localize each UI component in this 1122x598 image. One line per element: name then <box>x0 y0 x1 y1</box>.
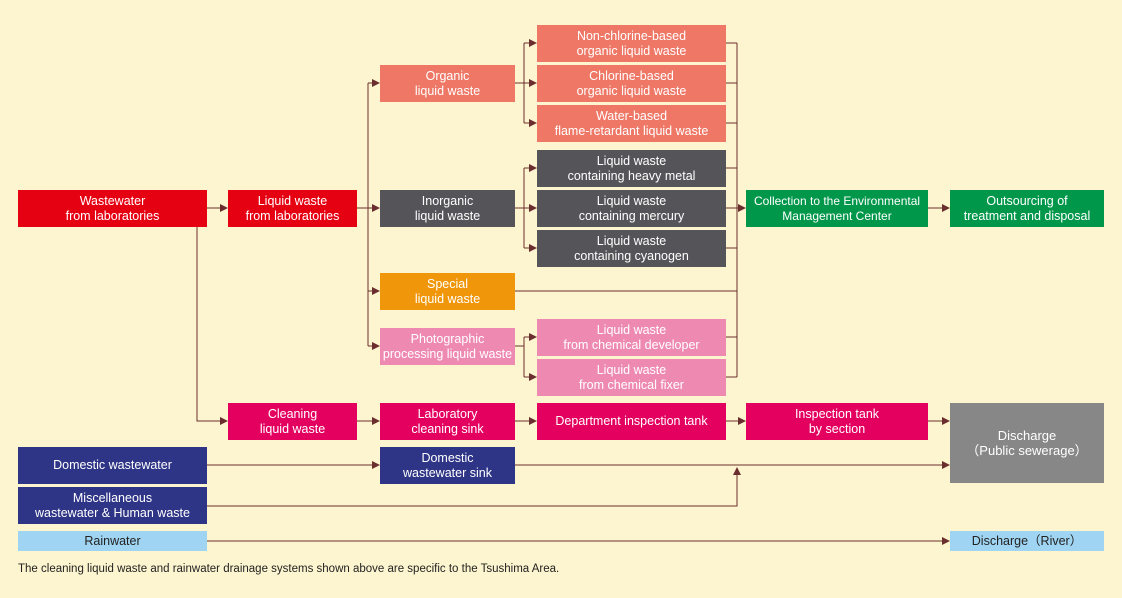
footnote: The cleaning liquid waste and rainwater … <box>18 563 560 575</box>
cleaning-liquid-waste-box: Cleaning liquid waste <box>228 403 357 440</box>
heavy-metal-waste-box: Liquid waste containing heavy metal <box>537 150 726 187</box>
department-inspection-tank-box: Department inspection tank <box>537 403 726 440</box>
organic-liquid-waste-box: Organic liquid waste <box>380 65 515 102</box>
special-liquid-waste-box: Special liquid waste <box>380 273 515 310</box>
cyanogen-waste-box: Liquid waste containing cyanogen <box>537 230 726 267</box>
laboratory-cleaning-sink-box: Laboratory cleaning sink <box>380 403 515 440</box>
liquid-waste-from-laboratories-box: Liquid waste from laboratories <box>228 190 357 227</box>
collection-environmental-center-box: Collection to the Environmental Manageme… <box>746 190 928 227</box>
discharge-public-sewerage-box: Discharge （Public sewerage） <box>950 403 1104 483</box>
chemical-developer-waste-box: Liquid waste from chemical developer <box>537 319 726 356</box>
inspection-tank-by-section-box: Inspection tank by section <box>746 403 928 440</box>
domestic-wastewater-box: Domestic wastewater <box>18 447 207 484</box>
discharge-river-box: Discharge（River） <box>950 531 1104 551</box>
mercury-waste-box: Liquid waste containing mercury <box>537 190 726 227</box>
rainwater-box: Rainwater <box>18 531 207 551</box>
inorganic-liquid-waste-box: Inorganic liquid waste <box>380 190 515 227</box>
miscellaneous-wastewater-box: Miscellaneous wastewater & Human waste <box>18 487 207 524</box>
photographic-processing-liquid-waste-box: Photographic processing liquid waste <box>380 328 515 365</box>
chemical-fixer-waste-box: Liquid waste from chemical fixer <box>537 359 726 396</box>
outsourcing-treatment-box: Outsourcing of treatment and disposal <box>950 190 1104 227</box>
water-based-flame-retardant-waste-box: Water-based flame-retardant liquid waste <box>537 105 726 142</box>
wastewater-from-laboratories-box: Wastewater from laboratories <box>18 190 207 227</box>
chlorine-organic-waste-box: Chlorine-based organic liquid waste <box>537 65 726 102</box>
domestic-wastewater-sink-box: Domestic wastewater sink <box>380 447 515 484</box>
non-chlorine-organic-waste-box: Non-chlorine-based organic liquid waste <box>537 25 726 62</box>
